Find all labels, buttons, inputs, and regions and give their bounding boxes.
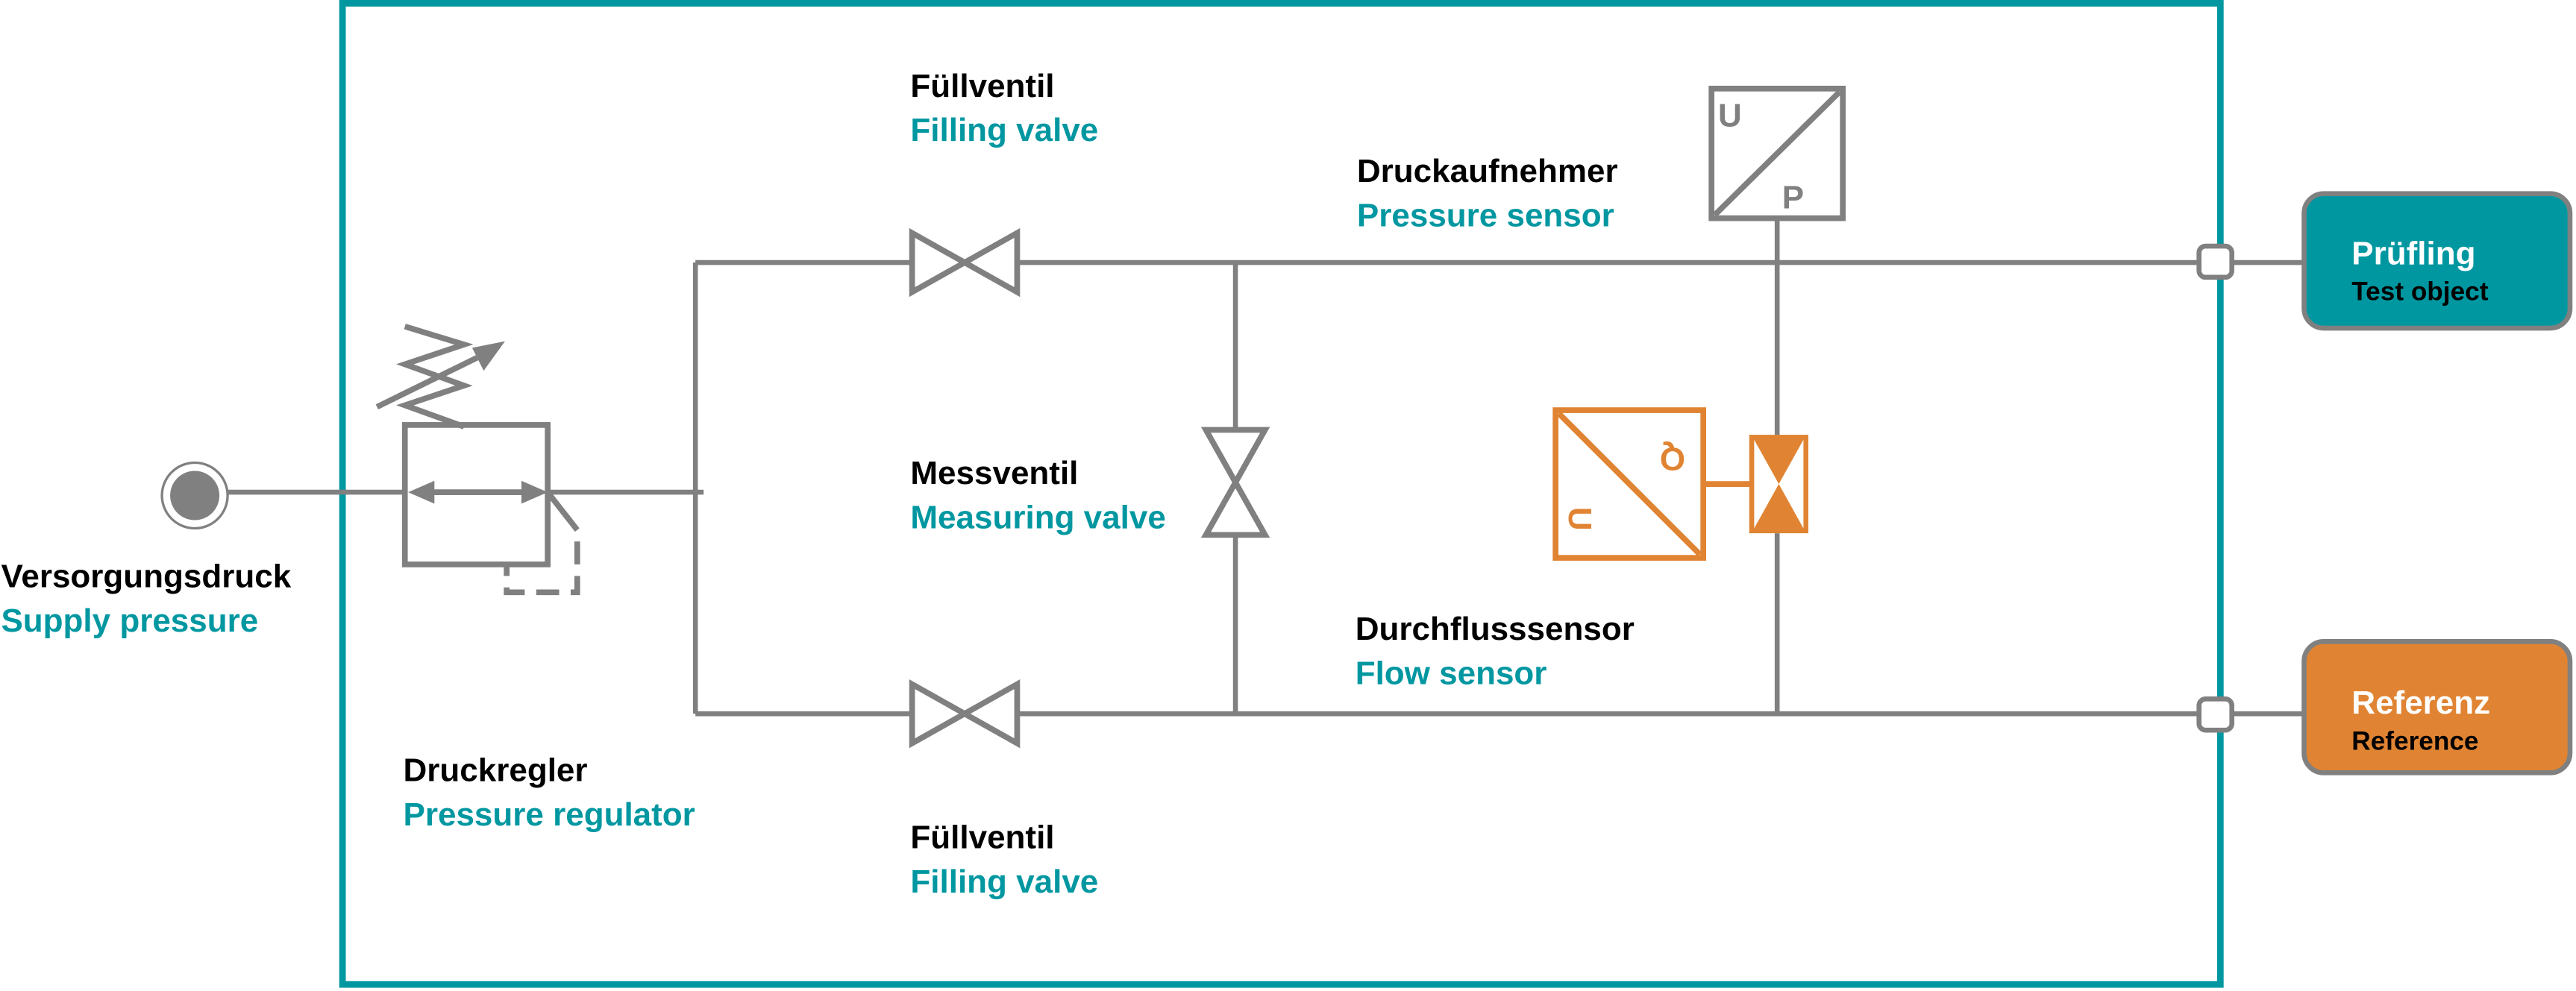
flow-sensor-icon: Q U <box>1552 407 1809 561</box>
measuring-valve-icon[interactable] <box>1200 427 1270 538</box>
reference-connector-icon <box>2196 696 2234 733</box>
pressure-sensor-letter-p: P <box>1782 179 1804 215</box>
flow-sensor-label-en: Flow sensor <box>1356 655 1547 692</box>
filling-valve-top-icon[interactable] <box>909 227 1021 298</box>
test-object-box[interactable]: Prüfling Test object <box>2301 191 2573 331</box>
reference-subtitle: Reference <box>2351 727 2478 756</box>
filling-valve-bottom-icon[interactable] <box>909 679 1021 749</box>
filling-valve-bottom-label-de: Füllventil <box>910 819 1054 856</box>
regulator-label-de: Druckregler <box>404 752 588 788</box>
supply-label-de: Versorgungsdruck <box>1 559 291 595</box>
pressure-sensor-label-de: Druckaufnehmer <box>1357 153 1618 189</box>
flow-sensor-label-de: Durchflusssensor <box>1356 611 1635 647</box>
supply-label-en: Supply pressure <box>1 603 258 639</box>
measuring-valve-label-en: Measuring valve <box>910 500 1165 536</box>
pressure-sensor-letter-u: U <box>1718 97 1742 133</box>
reference-title: Referenz <box>2351 685 2490 721</box>
reference-box[interactable]: Referenz Reference <box>2301 639 2573 776</box>
filling-valve-top-label-de: Füllventil <box>910 68 1054 104</box>
pressure-sensor-icon: U P <box>1708 85 1846 221</box>
test-object-title: Prüfling <box>2351 235 2475 271</box>
pressure-regulator-icon <box>375 324 580 596</box>
pressure-sensor-label-en: Pressure sensor <box>1357 198 1614 234</box>
filling-valve-top-label-en: Filling valve <box>910 112 1098 148</box>
measuring-valve-label-de: Messventil <box>910 455 1078 491</box>
test-object-connector-icon <box>2196 243 2234 280</box>
test-object-subtitle: Test object <box>2351 277 2488 306</box>
supply-port-icon <box>160 461 229 530</box>
flow-sensor-letter-u: U <box>1561 507 1598 531</box>
flow-sensor-letter-q: Q <box>1660 441 1685 477</box>
filling-valve-bottom-label-en: Filling valve <box>910 863 1098 900</box>
regulator-label-en: Pressure regulator <box>404 796 695 833</box>
